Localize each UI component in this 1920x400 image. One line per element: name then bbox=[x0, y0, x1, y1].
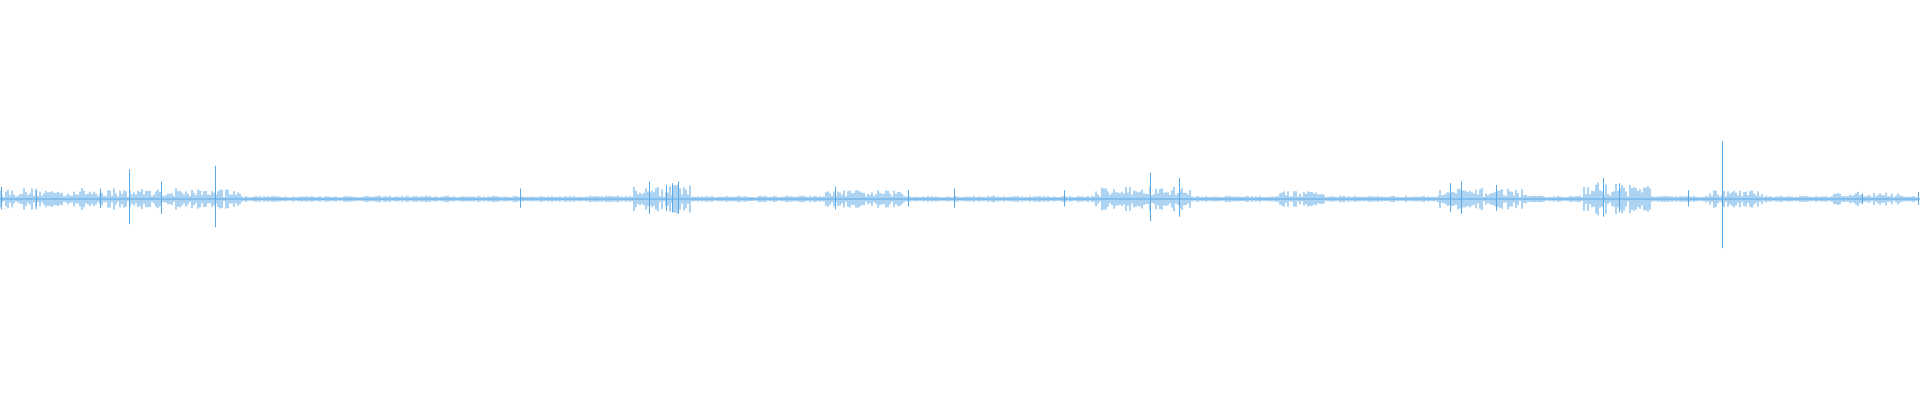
waveform-peaks bbox=[1, 141, 1919, 249]
waveform-noise-path bbox=[0, 182, 1919, 216]
waveform-noise bbox=[0, 182, 1919, 216]
